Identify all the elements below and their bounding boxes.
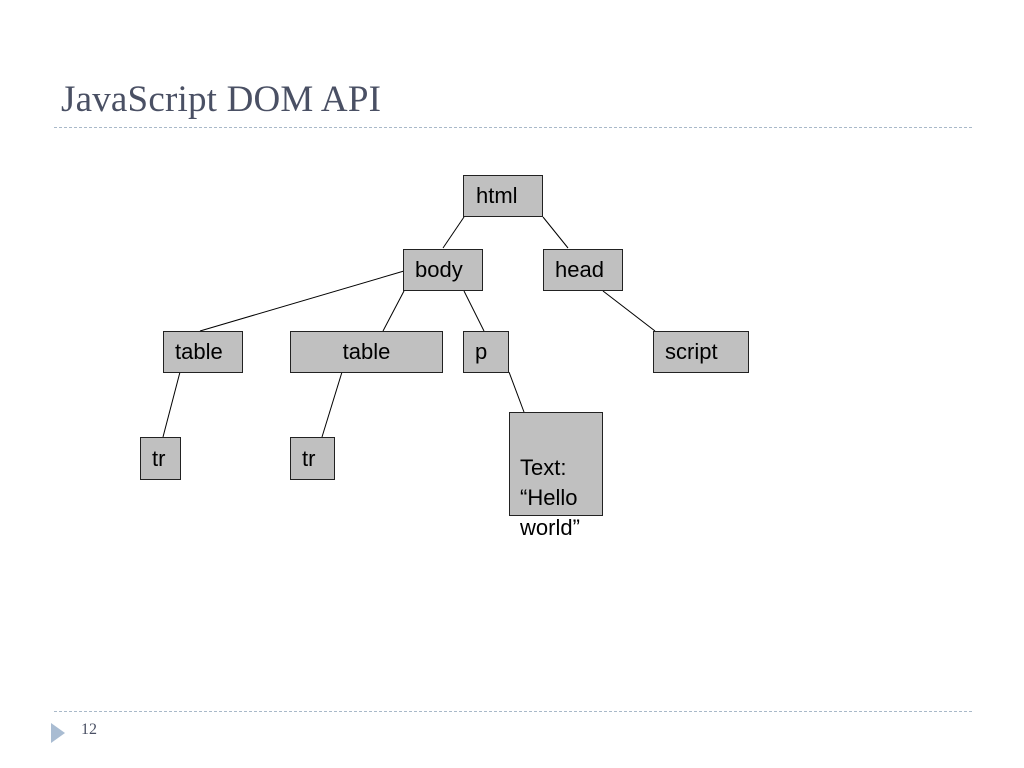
node-html-label: html: [476, 183, 518, 208]
node-html: html: [463, 175, 543, 217]
node-tr-1-label: tr: [152, 445, 166, 471]
footer-divider: [54, 711, 972, 712]
slide-title: JavaScript DOM API: [61, 79, 382, 120]
edge-table1-tr1: [162, 371, 181, 438]
edge-p-text: [508, 371, 525, 413]
node-table-2-label: table: [342, 339, 391, 364]
node-tr-2: tr: [290, 437, 335, 480]
edge-body-table1: [199, 270, 405, 332]
node-text-label: Text: “Hello world”: [520, 455, 580, 540]
node-text: Text: “Hello world”: [509, 412, 603, 540]
node-body: body: [403, 249, 483, 291]
edge-html-head: [542, 216, 569, 249]
node-table-1: table: [163, 331, 243, 373]
node-p: p: [463, 331, 509, 373]
edge-table2-tr2: [321, 371, 343, 438]
title-divider: [54, 127, 972, 128]
page-number: 12: [81, 721, 97, 738]
edge-html-body: [442, 216, 465, 249]
edge-head-script: [602, 290, 656, 332]
play-arrow-icon: [51, 723, 65, 743]
node-table-2: table: [290, 331, 443, 373]
node-head: head: [543, 249, 623, 291]
node-table-1-label: table: [175, 339, 223, 364]
node-tr-1: tr: [140, 437, 181, 480]
edge-body-p: [463, 290, 485, 332]
node-tr-2-label: tr: [302, 445, 316, 471]
edge-body-table2: [382, 290, 405, 332]
node-p-label: p: [475, 339, 488, 364]
node-script-label: script: [665, 339, 718, 364]
node-script: script: [653, 331, 749, 373]
node-body-label: body: [415, 257, 463, 282]
node-head-label: head: [555, 257, 604, 282]
